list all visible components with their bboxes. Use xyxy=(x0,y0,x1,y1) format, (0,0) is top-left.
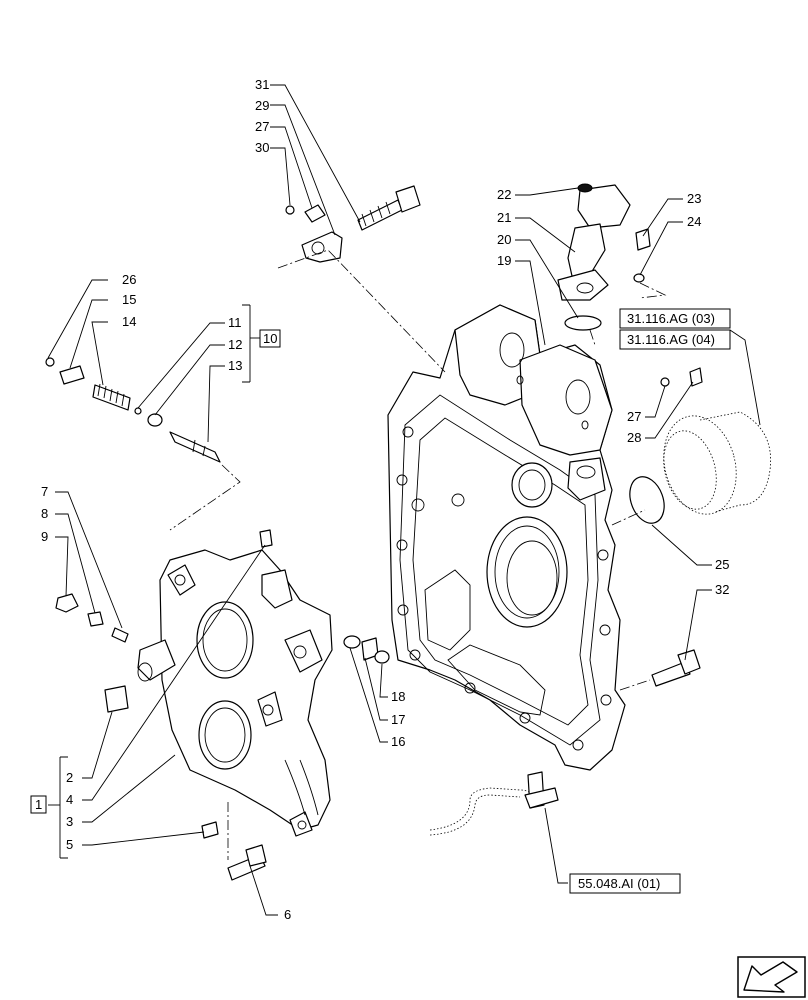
callout-5: 5 xyxy=(66,837,73,852)
callout-32: 32 xyxy=(715,582,729,597)
callout-31: 31 xyxy=(255,77,269,92)
callout-28: 28 xyxy=(627,430,641,445)
callout-27: 27 xyxy=(255,119,269,134)
callout-4: 4 xyxy=(66,792,73,807)
callout-18: 18 xyxy=(391,689,405,704)
callout-17: 17 xyxy=(391,712,405,727)
callout-29: 29 xyxy=(255,98,269,113)
reference-31116ag-03-label[interactable]: 31.116.AG (03) xyxy=(627,311,715,326)
callout-22: 22 xyxy=(497,187,511,202)
callout-2: 2 xyxy=(66,770,73,785)
callout-8: 8 xyxy=(41,506,48,521)
assembly-lines xyxy=(169,249,667,860)
callout-14: 14 xyxy=(122,314,136,329)
group-callout-1: 1 xyxy=(30,795,47,814)
reference-box-31116ag-03[interactable]: 31.116.AG (03) xyxy=(619,308,731,329)
callout-labels: 31 29 27 30 22 21 20 19 23 24 27 28 25 3… xyxy=(41,77,729,922)
reference-box-55048ai-01[interactable]: 55.048.AI (01) xyxy=(569,873,681,894)
leader-lines xyxy=(47,84,761,916)
callout-21: 21 xyxy=(497,210,511,225)
callout-26: 26 xyxy=(122,272,136,287)
front-cover xyxy=(137,549,333,837)
reference-55048ai-01-label[interactable]: 55.048.AI (01) xyxy=(578,876,660,891)
callout-19: 19 xyxy=(497,253,511,268)
callout-1: 1 xyxy=(35,797,42,812)
callout-20: 20 xyxy=(497,232,511,247)
reference-31116ag-04-label[interactable]: 31.116.AG (04) xyxy=(627,332,715,347)
reference-box-31116ag-04[interactable]: 31.116.AG (04) xyxy=(619,329,731,350)
callout-23: 23 xyxy=(687,191,701,206)
callout-3: 3 xyxy=(66,814,73,829)
callout-25: 25 xyxy=(715,557,729,572)
callout-15: 15 xyxy=(122,292,136,307)
callout-11: 11 xyxy=(228,315,242,330)
callout-12: 12 xyxy=(228,337,242,352)
callout-13: 13 xyxy=(228,358,242,373)
callout-30: 30 xyxy=(255,140,269,155)
callout-7: 7 xyxy=(41,484,48,499)
callout-27-right: 27 xyxy=(627,409,641,424)
callout-16: 16 xyxy=(391,734,405,749)
callout-6: 6 xyxy=(284,907,291,922)
next-page-arrow-icon[interactable] xyxy=(737,956,806,998)
callout-9: 9 xyxy=(41,529,48,544)
callout-24: 24 xyxy=(687,214,701,229)
main-housing xyxy=(387,304,626,771)
callout-10: 10 xyxy=(263,331,277,346)
small-parts xyxy=(45,183,772,881)
group-callout-10: 10 xyxy=(259,329,281,348)
